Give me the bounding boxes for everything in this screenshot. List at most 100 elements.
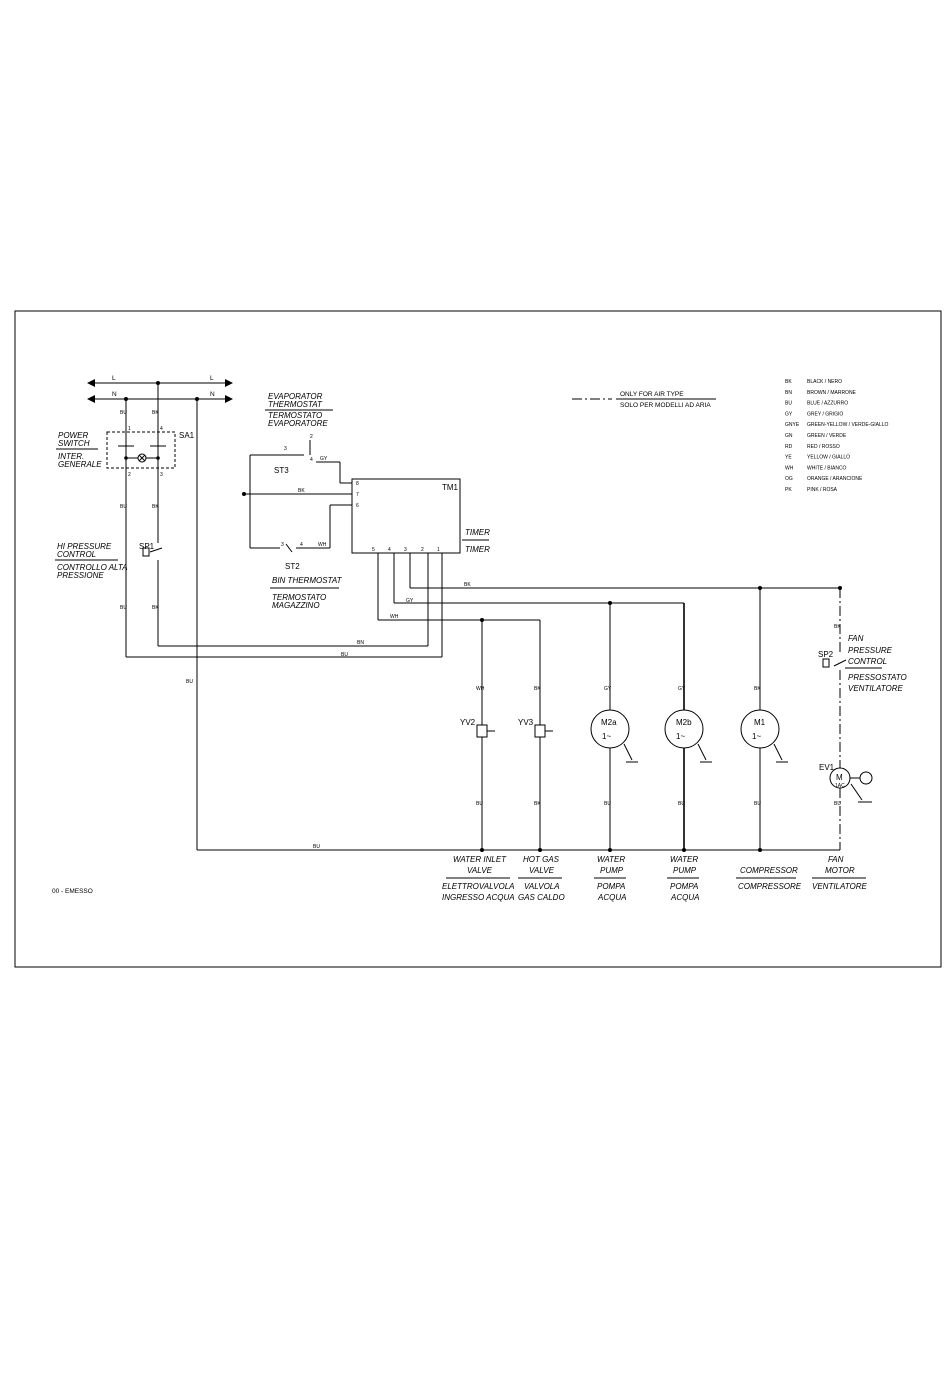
legend-code: BN [785, 390, 792, 396]
ev1-label: EV1 [819, 763, 835, 772]
evap-label-2: THERMOSTAT [268, 400, 323, 409]
wire-code-bk-yv3: BK [534, 686, 541, 692]
bottom-label-en2: VALVE [529, 866, 555, 875]
legend-code: PK [785, 487, 792, 493]
wire-code-wh-yv2: WH [476, 686, 485, 692]
yv2-label: YV2 [460, 718, 476, 727]
tm-terminal-7: 7 [356, 492, 359, 498]
bottom-label-en2: VALVE [467, 866, 493, 875]
air-note-it: SOLO PER MODELLI AD ARIA [620, 402, 711, 409]
legend-code: BK [785, 379, 792, 385]
wire-code-bu-m2a: BU [604, 801, 611, 807]
tm-terminal-6: 6 [356, 503, 359, 509]
wire-code-bu-1: BU [120, 410, 127, 416]
wire-code-wh-top: WH [390, 614, 399, 620]
bottom-label-it1: COMPRESSORE [738, 882, 802, 891]
m2a-label: M2a [601, 718, 617, 727]
legend-text: GREY / GRIGIO [807, 411, 843, 417]
color-legend: BK BLACK / NERO BN BROWN / MARRONE BU BLUE / … [785, 379, 889, 493]
sp2-label: SP2 [818, 650, 834, 659]
wire-code-bu-3: BU [120, 605, 127, 611]
wire-code-bu-4: BU [186, 679, 193, 685]
legend-code: GY [785, 411, 793, 417]
wire-code-bu-2: BU [120, 504, 127, 510]
legend-text: BROWN / MARRONE [807, 390, 857, 396]
diagram-frame [14, 310, 942, 968]
wire-code-gy-top: GY [406, 598, 414, 604]
bottom-label-en1: WATER [597, 855, 625, 864]
evap-label-1: EVAPORATOR [268, 392, 323, 401]
timer-outputs [377, 553, 842, 657]
bottom-label-en1: COMPRESSOR [740, 866, 798, 875]
line-label-N-2: N [210, 391, 215, 398]
legend-text: ORANGE / ARANCIONE [807, 476, 863, 482]
legend-text: BLACK / NERO [807, 379, 842, 385]
wire-code-bu-fan: BU [834, 801, 841, 807]
m2b-label: M2b [676, 718, 692, 727]
bottom-label-en1: WATER [670, 855, 698, 864]
inter-label-1: INTER. [58, 452, 84, 461]
wire-code-bk-m1: BK [754, 686, 761, 692]
timer-box [351, 478, 461, 554]
legend-code: YE [785, 455, 792, 461]
wire-code-bk-fan: BK [834, 624, 841, 630]
st3-terminal-3: 3 [284, 446, 287, 452]
wire-code-bu-5: BU [341, 652, 348, 658]
hi-pressure-label-2: CONTROL [57, 550, 96, 559]
m1-phase: 1~ [752, 732, 761, 741]
fan-pressure-label-3: CONTROL [848, 657, 887, 666]
st3-label: ST3 [274, 466, 289, 475]
bottom-label-en2: PUMP [673, 866, 697, 875]
legend-text: GREEN / VERDE [807, 433, 847, 439]
bottom-label-it1: POMPA [670, 882, 698, 891]
bottom-label-it1: ELETTROVALVOLA [442, 882, 514, 891]
tm-terminal-3: 3 [404, 547, 407, 553]
legend-text: WHITE / BIANCO [807, 465, 847, 471]
bottom-label-it1: VENTILATORE [812, 882, 867, 891]
fan-pressure-label-2: PRESSURE [848, 646, 893, 655]
sa1-terminal-4: 4 [160, 426, 163, 432]
bin-it-1: TERMOSTATO [272, 593, 326, 602]
st3-terminal-4: 4 [310, 457, 313, 463]
wire-code-bk-st: BK [298, 488, 305, 494]
bottom-label-en2: MOTOR [825, 866, 855, 875]
sa1-terminal-1: 1 [128, 426, 131, 432]
bottom-label-en1: HOT GAS [523, 855, 560, 864]
m1-label: M1 [754, 718, 766, 727]
fan-motor-M: M [836, 773, 843, 782]
legend-text: PINK / ROSA [807, 487, 838, 493]
load-columns [476, 588, 873, 852]
wire-code-bn: BN [357, 640, 364, 646]
st2-terminal-4: 4 [300, 542, 303, 548]
legend-code: GN [785, 433, 793, 439]
tm1-label: TM1 [442, 483, 459, 492]
legend-code: BU [785, 401, 792, 407]
legend-code: OG [785, 476, 793, 482]
supply-lines [87, 379, 233, 403]
wire-code-gy-m2b: GY [678, 686, 686, 692]
bottom-label-it2: GAS CALDO [518, 893, 565, 902]
bin-label-1: BIN THERMOSTAT [272, 576, 343, 585]
revision-note: 00 - EMESSO [52, 888, 93, 895]
air-note-en: ONLY FOR AIR TYPE [620, 391, 684, 398]
bottom-labels: WATER INLET VALVE ELETTROVALVOLA INGRESS… [442, 855, 867, 902]
bottom-label-it2: ACQUA [597, 893, 626, 902]
legend-text: YELLOW / GIALLO [807, 455, 850, 461]
fan-pressure-it-2: VENTILATORE [848, 684, 903, 693]
tm-terminal-8: 8 [356, 481, 359, 487]
inter-label-2: GENERALE [58, 460, 102, 469]
fan-pressure-label-1: FAN [848, 634, 864, 643]
sp1-label: SP1 [139, 542, 155, 551]
bottom-label-en2: PUMP [600, 866, 624, 875]
tm-terminal-5: 5 [372, 547, 375, 553]
legend-code: WH [785, 465, 794, 471]
legend-text: BLUE / AZZURRO [807, 401, 848, 407]
wire-code-bk-yv3-b: BK [534, 801, 541, 807]
sa1-label: SA1 [179, 431, 195, 440]
bottom-label-it1: POMPA [597, 882, 625, 891]
m2b-phase: 1~ [676, 732, 685, 741]
power-switch-symbol [106, 383, 176, 469]
st2-terminal-3: 3 [281, 542, 284, 548]
bin-it-2: MAGAZZINO [272, 601, 320, 610]
bottom-label-it1: VALVOLA [524, 882, 560, 891]
